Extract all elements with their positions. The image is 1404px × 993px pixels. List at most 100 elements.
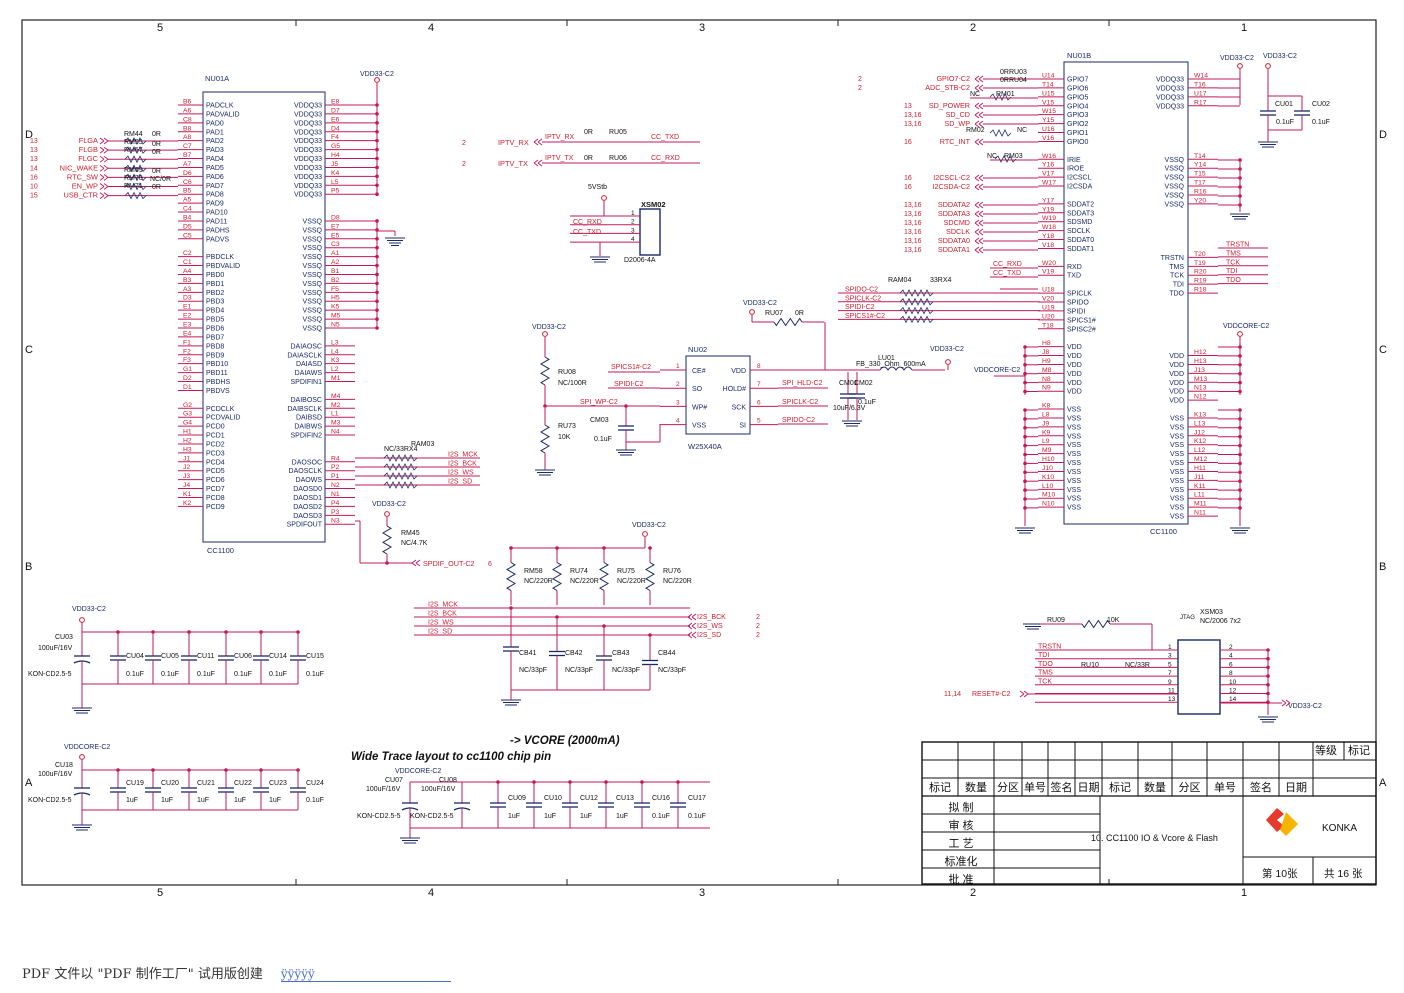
label: M3 [331, 420, 341, 427]
border-row-label: B [1379, 561, 1386, 573]
power-port [1237, 63, 1243, 69]
label: VSS [1170, 442, 1184, 449]
net-arrow [974, 174, 984, 182]
label: SPIDO-C2 [782, 417, 815, 424]
junction [1238, 389, 1242, 394]
label: SDCLK [1067, 228, 1091, 235]
label: H12 [1194, 349, 1207, 356]
label: U19 [1042, 304, 1055, 311]
label: J13 [1194, 367, 1205, 374]
junction [375, 121, 379, 125]
resistor [124, 182, 147, 191]
label: T19 [1194, 260, 1206, 267]
label: CM02 [854, 380, 873, 387]
label: L1 [331, 411, 339, 418]
label: 2 [631, 219, 635, 226]
label: P5 [331, 188, 340, 195]
label: PCD4 [206, 459, 225, 466]
label: NU01A [205, 74, 229, 83]
resistor [773, 317, 803, 327]
label: 2 [858, 85, 862, 92]
label: IPTV_TX [545, 155, 574, 162]
junction [375, 192, 379, 196]
label: SDDAT1 [1067, 246, 1094, 253]
label: PBD2 [206, 290, 224, 297]
title-row-label: 工 艺 [948, 837, 973, 850]
resistor [124, 191, 147, 200]
label: DAOSD2 [293, 504, 322, 511]
label: V17 [1042, 171, 1054, 178]
label: FLGB [79, 145, 98, 154]
label: NC [1017, 127, 1027, 134]
label: VDD [1169, 389, 1184, 396]
resistor [383, 463, 418, 471]
label: V19 [1042, 269, 1054, 276]
label: VDD33-C2 [930, 346, 964, 353]
label: D8 [331, 214, 340, 221]
label: VSS [1170, 460, 1184, 467]
label: CU15 [306, 653, 324, 660]
label: H9 [1042, 358, 1051, 365]
label: NC [970, 91, 980, 98]
label: CU07 [385, 777, 403, 784]
label: PAD2 [206, 138, 224, 145]
label: GPIO1 [1067, 130, 1089, 137]
label: VDDQ33 [294, 129, 322, 136]
label: IRIE [1067, 157, 1081, 164]
title-head-cell: 日期 [1285, 781, 1307, 794]
resistor [124, 155, 147, 164]
label: N5 [331, 322, 340, 329]
label: V16 [1042, 135, 1054, 142]
border-col-label: 2 [970, 887, 976, 899]
label: 10 [30, 184, 38, 191]
label: VSSQ [303, 308, 323, 315]
label: RM55 [124, 139, 143, 146]
label: H2 [183, 437, 192, 444]
label: 0R [152, 131, 161, 138]
label: U16 [1042, 126, 1055, 133]
label: DAIBWS [294, 424, 322, 431]
label: VDD [1067, 389, 1082, 396]
label: 8 [1229, 670, 1233, 677]
label: VDD33-C2 [1220, 55, 1254, 62]
label: E1 [183, 304, 192, 311]
label: A3 [183, 286, 192, 293]
resistor [540, 356, 550, 386]
resistor [989, 93, 1012, 101]
label: CU02 [1312, 101, 1330, 108]
label: VDDQ33 [294, 147, 322, 154]
net-arrow [974, 84, 984, 92]
border-row-label: A [25, 777, 33, 789]
label: 2 [756, 614, 760, 621]
net-arrow [974, 228, 984, 236]
label: 16 [904, 175, 912, 182]
label: 8 [757, 363, 761, 370]
label: TCK [1170, 273, 1184, 280]
label: P2 [331, 464, 340, 471]
label: VSSQ [1165, 175, 1185, 182]
footer-link[interactable]: ÿÿÿÿÿ [280, 967, 451, 982]
label: 7 [757, 381, 761, 388]
junction [1238, 371, 1242, 376]
junction [375, 103, 379, 107]
label: T16 [1194, 81, 1206, 88]
label: V20 [1042, 296, 1054, 303]
label: 0R [584, 129, 593, 136]
label: VSSQ [303, 317, 323, 324]
label: N3 [331, 518, 340, 525]
label: G2 [183, 402, 192, 409]
label: CC_TXD [993, 270, 1021, 277]
label: HOLD# [723, 386, 746, 393]
label: 13,16 [904, 220, 922, 227]
resistor [552, 562, 562, 591]
border-row-label: D [25, 129, 33, 141]
net-arrow [974, 138, 984, 146]
label: M11 [1194, 501, 1207, 508]
label: VSS [1170, 451, 1184, 458]
label: VDD33-C2 [372, 501, 406, 508]
label: VSS [1067, 424, 1081, 431]
label: CC_TXD [573, 229, 601, 236]
power-port [374, 77, 380, 83]
junction [543, 404, 547, 408]
label: 2 [756, 632, 760, 639]
